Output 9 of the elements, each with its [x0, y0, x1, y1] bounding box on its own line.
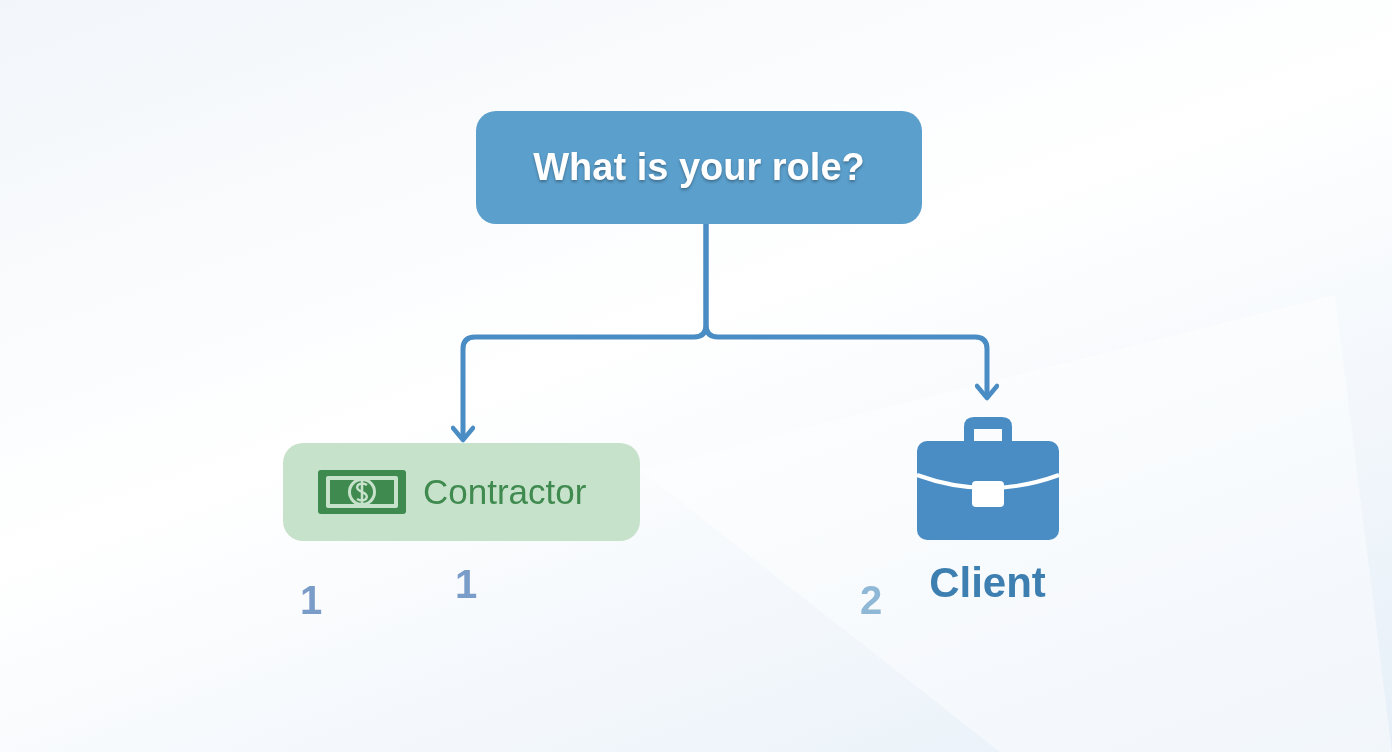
option-box — [283, 443, 640, 541]
step-number: 2 — [860, 578, 883, 623]
node-text: What is your role? — [533, 146, 865, 189]
step-number: 1 — [455, 562, 478, 607]
step-number: 1 — [300, 578, 323, 623]
node-text: Contractor — [423, 472, 587, 512]
question-box — [476, 111, 922, 224]
node-text: Client — [929, 559, 1046, 607]
arrow — [703, 224, 1000, 401]
